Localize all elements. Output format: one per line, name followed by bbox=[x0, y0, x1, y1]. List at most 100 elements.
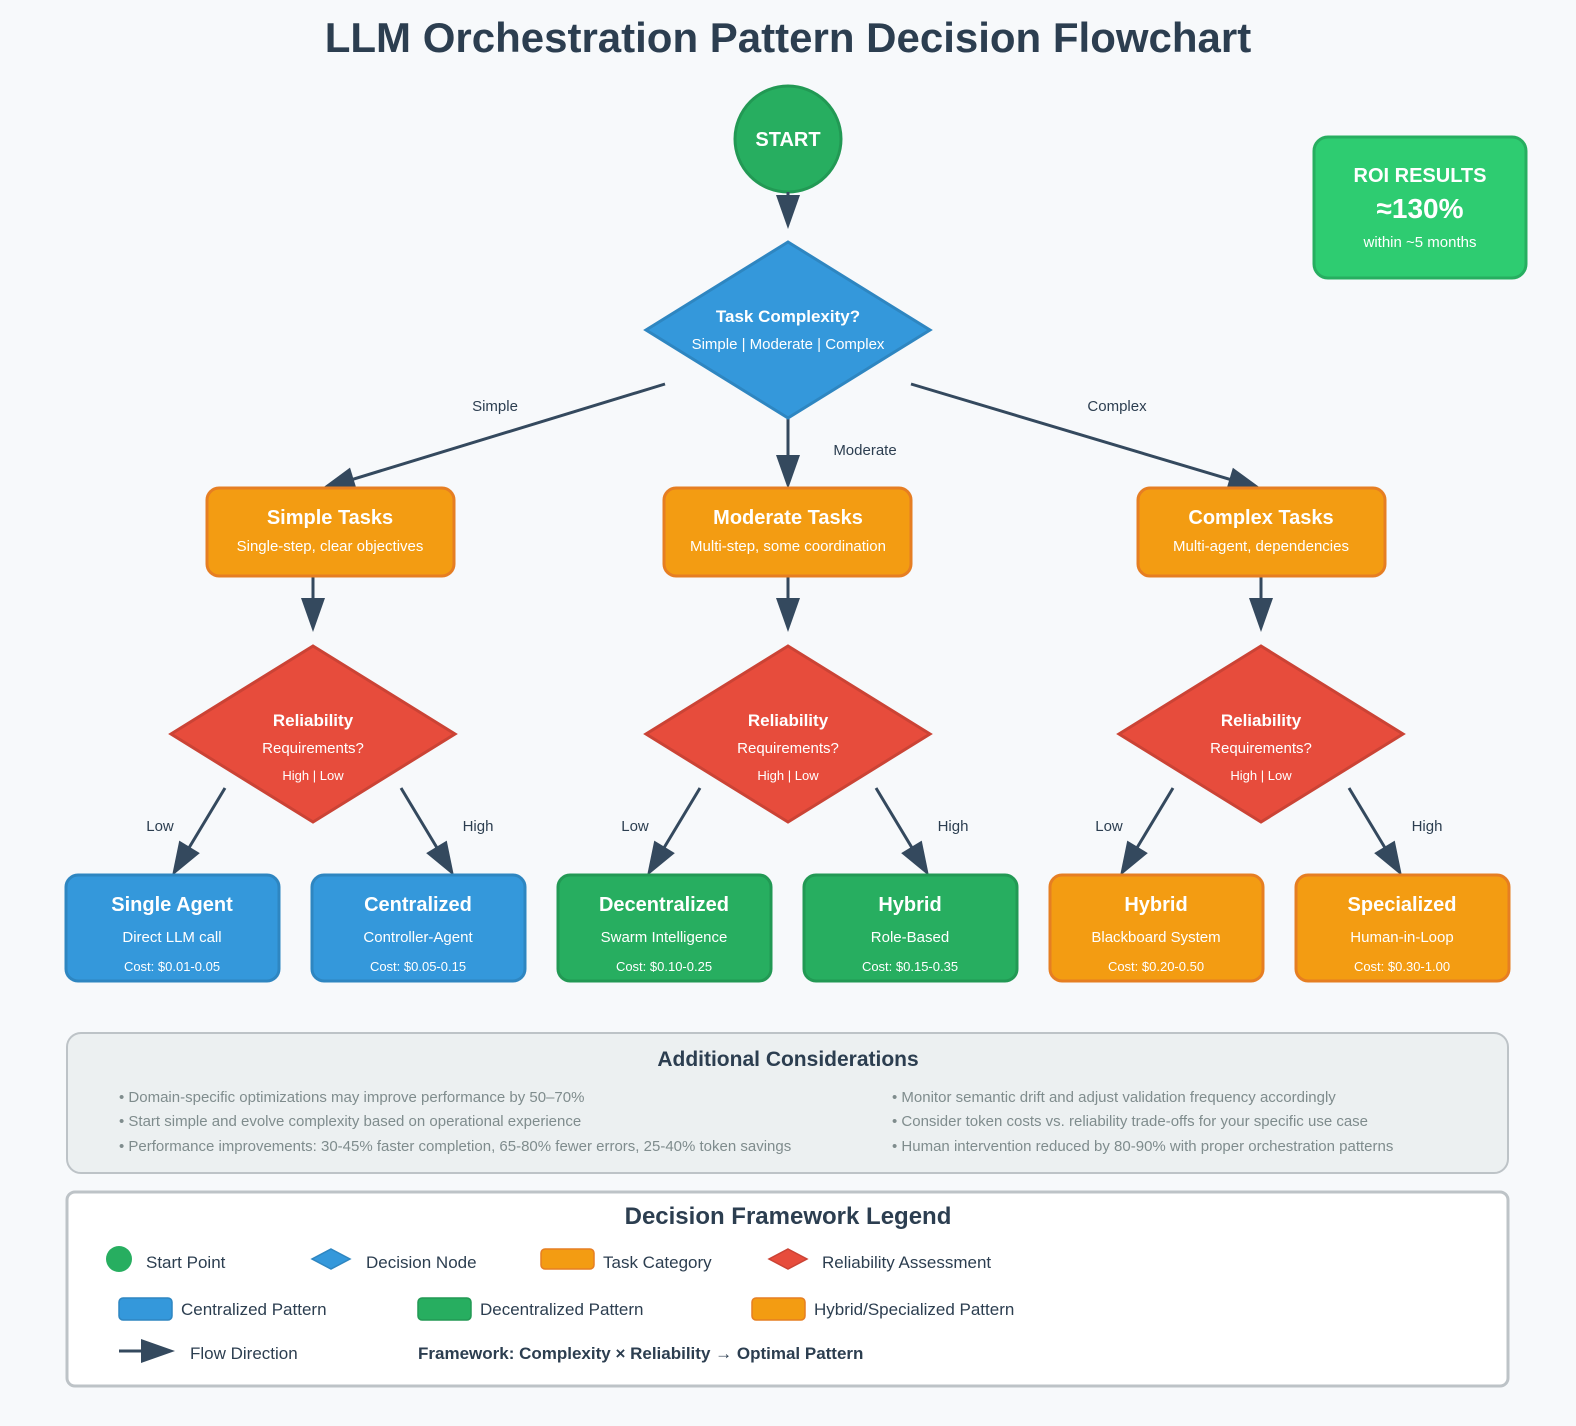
pattern-cost: Cost: $0.15-0.35 bbox=[862, 959, 958, 974]
arrow-to-specialized bbox=[1347, 787, 1402, 876]
arrow-head bbox=[776, 195, 800, 229]
pattern-specialized: Specialized Human-in-Loop Cost: $0.30-1.… bbox=[1294, 873, 1511, 983]
arrow-head bbox=[647, 840, 675, 876]
arrow-to-complex-tasks bbox=[910, 382, 1262, 491]
branch-label-simple: Simple bbox=[472, 398, 518, 415]
arrow-head bbox=[1374, 840, 1402, 876]
task-category-simple: Simple Tasks Single-step, clear objectiv… bbox=[205, 486, 456, 578]
legend-decision-label: Decision Node bbox=[366, 1253, 477, 1272]
reliability-line3: High | Low bbox=[1230, 768, 1292, 783]
task-category-complex: Complex Tasks Multi-agent, dependencies bbox=[1136, 486, 1387, 578]
complexity-decision-node: Task Complexity? Simple | Moderate | Com… bbox=[643, 240, 933, 420]
branch-label-moderate: Moderate bbox=[833, 442, 896, 459]
pattern-decentralized: Decentralized Swarm Intelligence Cost: $… bbox=[556, 873, 773, 983]
branch-label-high: High bbox=[938, 818, 969, 835]
pattern-subtitle: Direct LLM call bbox=[122, 929, 221, 946]
branch-label-high: High bbox=[1412, 818, 1443, 835]
legend-decentralized-label: Decentralized Pattern bbox=[480, 1300, 643, 1319]
legend-flow-label: Flow Direction bbox=[190, 1344, 298, 1363]
legend-task-swatch bbox=[540, 1248, 595, 1270]
branch-label-low: Low bbox=[146, 818, 174, 835]
arrow-head bbox=[321, 467, 358, 491]
considerations-title: Additional Considerations bbox=[657, 1048, 918, 1071]
reliability-line2: Requirements? bbox=[737, 740, 839, 757]
pattern-title: Specialized bbox=[1348, 894, 1457, 916]
start-node: START bbox=[733, 84, 843, 194]
consideration-item: • Monitor semantic drift and adjust vali… bbox=[892, 1089, 1336, 1106]
pattern-title: Hybrid bbox=[878, 894, 941, 916]
reliability-line1: Reliability bbox=[1221, 711, 1302, 730]
reliability-decision-complex: Reliability Requirements? High | Low bbox=[1116, 644, 1406, 824]
pattern-single-agent: Single Agent Direct LLM call Cost: $0.01… bbox=[64, 873, 281, 983]
pattern-hybrid-role-based: Hybrid Role-Based Cost: $0.15-0.35 bbox=[802, 873, 1019, 983]
arrow-head bbox=[776, 455, 800, 489]
task-category-subtitle: Single-step, clear objectives bbox=[237, 538, 424, 555]
pattern-title: Centralized bbox=[364, 894, 472, 916]
legend-hybrid-label: Hybrid/Specialized Pattern bbox=[814, 1300, 1014, 1319]
branch-label-complex: Complex bbox=[1087, 398, 1147, 415]
pattern-cost: Cost: $0.05-0.15 bbox=[370, 959, 466, 974]
arrow-to-hybrid-role-based bbox=[874, 787, 929, 876]
legend-title: Decision Framework Legend bbox=[625, 1203, 952, 1230]
pattern-cost: Cost: $0.20-0.50 bbox=[1108, 959, 1204, 974]
pattern-subtitle: Swarm Intelligence bbox=[601, 929, 728, 946]
arrow-simple-to-reliability bbox=[301, 577, 325, 632]
task-category-title: Moderate Tasks bbox=[713, 507, 863, 529]
pattern-title: Single Agent bbox=[111, 894, 233, 916]
arrow-shaft bbox=[874, 787, 914, 850]
legend-reliability-label: Reliability Assessment bbox=[822, 1253, 991, 1272]
pattern-title: Decentralized bbox=[599, 894, 729, 916]
pattern-subtitle: Controller-Agent bbox=[363, 929, 473, 946]
task-category-subtitle: Multi-step, some coordination bbox=[690, 538, 886, 555]
complexity-decision-subtitle: Simple | Moderate | Complex bbox=[692, 336, 885, 353]
pattern-title: Hybrid bbox=[1124, 894, 1187, 916]
reliability-decision-moderate: Reliability Requirements? High | Low bbox=[643, 644, 933, 824]
arrow-shaft bbox=[187, 787, 227, 850]
complexity-decision-title: Task Complexity? bbox=[716, 307, 860, 326]
task-category-subtitle: Multi-agent, dependencies bbox=[1173, 538, 1349, 555]
arrow-to-single-agent bbox=[172, 787, 227, 876]
legend-hybrid-swatch bbox=[751, 1297, 806, 1321]
arrow-complex-to-reliability bbox=[1249, 577, 1273, 632]
legend-decision-swatch bbox=[310, 1248, 352, 1270]
arrow-head bbox=[172, 840, 200, 876]
arrow-to-decentralized bbox=[647, 787, 702, 876]
arrow-shaft bbox=[351, 382, 666, 482]
consideration-item: • Start simple and evolve complexity bas… bbox=[119, 1113, 581, 1130]
reliability-line3: High | Low bbox=[282, 768, 344, 783]
legend-centralized-swatch bbox=[118, 1297, 173, 1321]
arrow-head bbox=[426, 840, 454, 876]
consideration-item: • Consider token costs vs. reliability t… bbox=[892, 1113, 1368, 1130]
flow-arrows bbox=[172, 192, 1402, 876]
reliability-line2: Requirements? bbox=[262, 740, 364, 757]
legend-framework-text: Framework: Complexity × Reliability → Op… bbox=[418, 1344, 863, 1363]
legend-decentralized-swatch bbox=[417, 1297, 472, 1321]
arrow-shaft bbox=[1347, 787, 1387, 850]
legend-centralized-label: Centralized Pattern bbox=[181, 1300, 327, 1319]
pattern-hybrid-blackboard: Hybrid Blackboard System Cost: $0.20-0.5… bbox=[1048, 873, 1265, 983]
arrow-shaft bbox=[910, 382, 1232, 482]
arrow-start-to-complexity bbox=[776, 192, 800, 229]
task-category-title: Complex Tasks bbox=[1188, 507, 1333, 529]
consideration-item: • Performance improvements: 30-45% faste… bbox=[119, 1138, 791, 1155]
roi-subtitle: within ~5 months bbox=[1363, 234, 1477, 251]
pattern-centralized: Centralized Controller-Agent Cost: $0.05… bbox=[310, 873, 527, 983]
arrow-to-centralized bbox=[399, 787, 454, 876]
arrow-head bbox=[1225, 467, 1262, 491]
pattern-cost: Cost: $0.30-1.00 bbox=[1354, 959, 1450, 974]
branch-label-low: Low bbox=[1095, 818, 1123, 835]
reliability-decision-simple: Reliability Requirements? High | Low bbox=[168, 644, 458, 824]
roi-title: ROI RESULTS bbox=[1354, 165, 1487, 187]
branch-label-low: Low bbox=[621, 818, 649, 835]
arrow-head bbox=[901, 840, 929, 876]
task-category-title: Simple Tasks bbox=[267, 507, 393, 529]
legend-reliability-swatch bbox=[767, 1248, 809, 1270]
arrow-to-moderate-tasks bbox=[776, 418, 800, 489]
arrow-head bbox=[1120, 840, 1148, 876]
task-category-moderate: Moderate Tasks Multi-step, some coordina… bbox=[662, 486, 913, 578]
pattern-cost: Cost: $0.01-0.05 bbox=[124, 959, 220, 974]
legend-flow-arrow-icon bbox=[119, 1339, 175, 1363]
legend-task-label: Task Category bbox=[603, 1253, 712, 1272]
roi-results-box: ROI RESULTS ≈130% within ~5 months bbox=[1312, 135, 1528, 280]
